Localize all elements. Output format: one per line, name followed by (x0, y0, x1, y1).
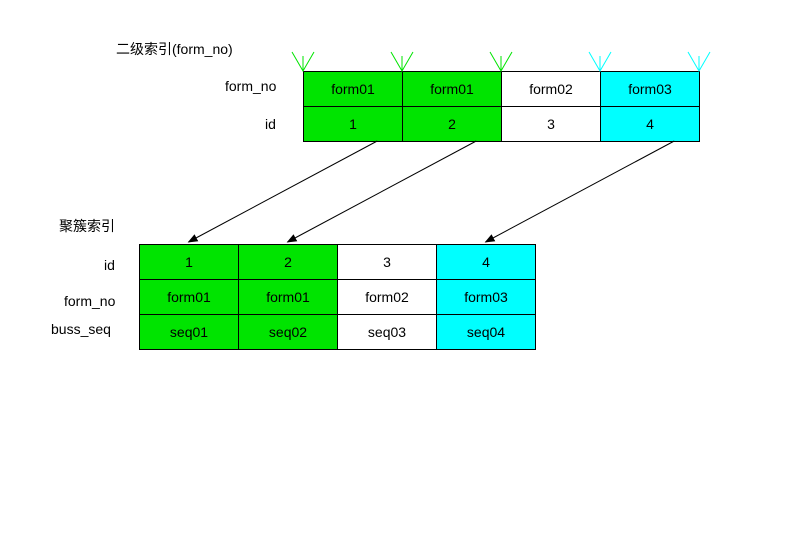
pointer-arrow (484, 140, 675, 243)
clustered-row-label-id: id (104, 257, 115, 273)
tree-link-marker (489, 51, 513, 72)
secondary-cell-id-2: 2 (403, 107, 502, 142)
clustered-cell-form-no-2: form01 (239, 280, 338, 315)
tree-link-marker (588, 51, 612, 72)
clustered-cell-buss-seq-2: seq02 (239, 315, 338, 350)
secondary-index-table: form01 form01 form02 form03 1 2 3 4 (303, 71, 700, 142)
clustered-index-table: 1 2 3 4 form01 form01 form02 form03 seq0… (139, 244, 536, 350)
secondary-cell-id-1: 1 (304, 107, 403, 142)
tree-link-marker (390, 51, 414, 72)
secondary-index-title: 二级索引(form_no) (116, 41, 233, 57)
clustered-index-title: 聚簇索引 (59, 218, 115, 234)
clustered-cell-buss-seq-3: seq03 (338, 315, 437, 350)
secondary-cell-id-3: 3 (502, 107, 601, 142)
clustered-cell-form-no-3: form02 (338, 280, 437, 315)
clustered-cell-id-2: 2 (239, 245, 338, 280)
secondary-cell-id-4: 4 (601, 107, 700, 142)
clustered-cell-form-no-4: form03 (437, 280, 536, 315)
secondary-row-label-form-no: form_no (225, 78, 277, 94)
clustered-cell-id-4: 4 (437, 245, 536, 280)
secondary-cell-form-no-3: form02 (502, 72, 601, 107)
pointer-arrow (286, 140, 477, 243)
clustered-row-label-form-no: form_no (64, 293, 116, 309)
clustered-cell-form-no-1: form01 (140, 280, 239, 315)
pointer-arrow (187, 140, 378, 243)
tree-link-marker (687, 51, 711, 72)
clustered-cell-buss-seq-4: seq04 (437, 315, 536, 350)
tree-link-marker (291, 51, 315, 72)
clustered-row-label-buss-seq: buss_seq (51, 321, 111, 337)
secondary-cell-form-no-4: form03 (601, 72, 700, 107)
clustered-cell-id-1: 1 (140, 245, 239, 280)
secondary-row-label-id: id (265, 116, 276, 132)
clustered-cell-id-3: 3 (338, 245, 437, 280)
secondary-cell-form-no-2: form01 (403, 72, 502, 107)
secondary-cell-form-no-1: form01 (304, 72, 403, 107)
clustered-cell-buss-seq-1: seq01 (140, 315, 239, 350)
